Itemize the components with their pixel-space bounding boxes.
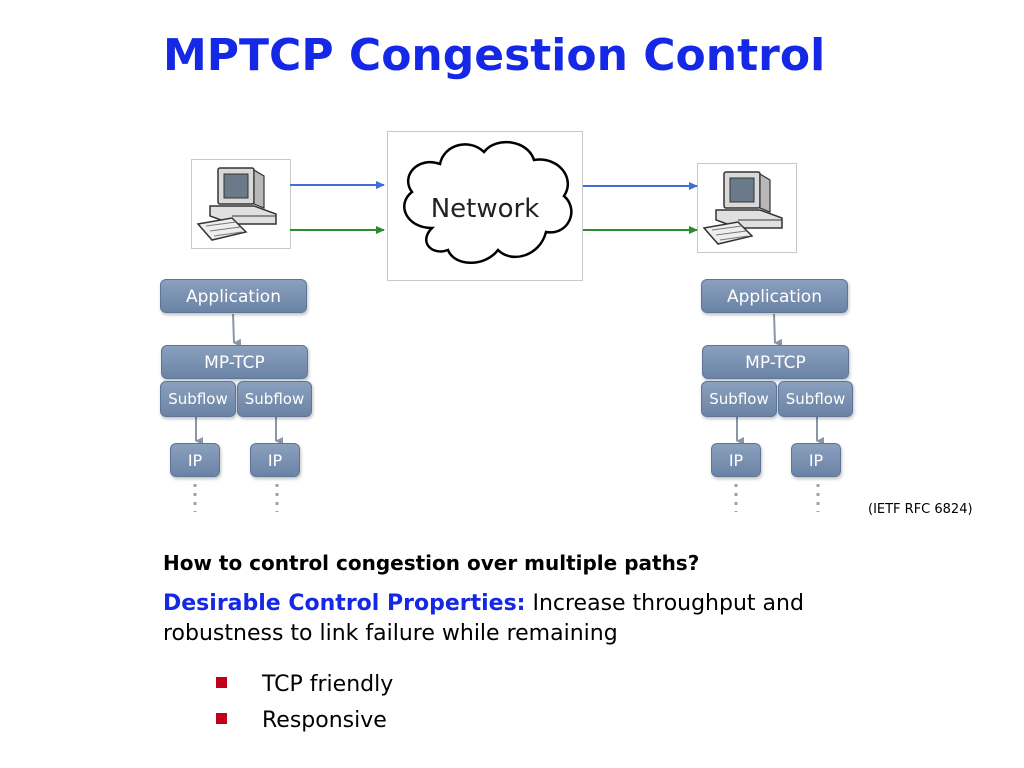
properties-paragraph: Desirable Control Properties: Increase t… [163, 589, 883, 649]
network-cloud-icon [403, 140, 573, 264]
left-subflow-box: Subflow [160, 381, 236, 417]
bullet-square-icon [216, 676, 227, 688]
left-ip-box: IP [250, 443, 300, 477]
right-subflow-box: Subflow [778, 381, 853, 417]
left-mptcp-box: MP-TCP [161, 345, 308, 379]
network-label: Network [430, 194, 540, 224]
right-ip-box: IP [711, 443, 761, 477]
slide-title: MPTCP Congestion Control [163, 30, 826, 81]
properties-text: Increase throughput and robustness to li… [163, 591, 804, 646]
left-application-box: Application [160, 279, 307, 313]
bullet-text: Responsive [262, 708, 387, 733]
citation: (IETF RFC 6824) [868, 502, 973, 517]
right-mptcp-box: MP-TCP [702, 345, 849, 379]
bullet-square-icon [216, 712, 227, 724]
right-application-box: Application [701, 279, 848, 313]
bullet-item: TCP friendly [216, 672, 393, 697]
left-host-frame [191, 159, 291, 249]
stack-arrow [773, 313, 783, 347]
properties-label: Desirable Control Properties: [163, 591, 526, 616]
bullet-item: Responsive [216, 708, 387, 733]
network-frame: Network [387, 131, 583, 281]
left-ip-box: IP [170, 443, 220, 477]
right-host-frame [697, 163, 797, 253]
right-ip-box: IP [791, 443, 841, 477]
right-subflow-box: Subflow [701, 381, 777, 417]
left-subflow-box: Subflow [237, 381, 312, 417]
bullet-text: TCP friendly [262, 672, 394, 697]
stack-arrow [232, 313, 242, 347]
question-heading: How to control congestion over multiple … [163, 551, 700, 575]
computer-icon [196, 167, 277, 241]
computer-icon [702, 171, 783, 245]
